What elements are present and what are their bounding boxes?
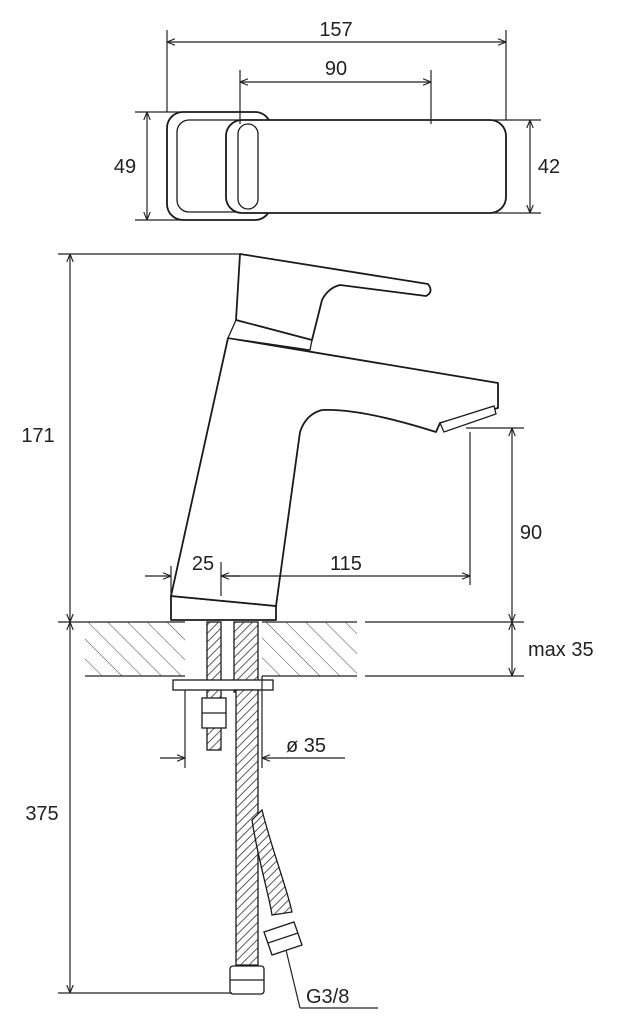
mounting-plate: [172, 679, 274, 691]
dim-lever-height: 42: [538, 156, 560, 178]
dim-base-width: 25: [192, 553, 214, 575]
dim-spout-reach: 115: [330, 553, 362, 575]
top-view: 157 90 49 42: [114, 19, 560, 221]
dim-countertop-thickness: max 35: [528, 639, 594, 661]
hose-fitting-branch-line: [267, 932, 299, 944]
top-view-lever-edge: [237, 123, 259, 210]
dim-spout-clearance: 90: [520, 522, 542, 544]
dim-hose-length: 375: [25, 803, 58, 825]
top-view-lever: [225, 119, 507, 214]
thread-leader-line: [285, 949, 301, 1009]
faucet-lever: [235, 253, 432, 341]
dim-overall-width: 157: [319, 19, 352, 41]
flexible-hose-branch: [251, 808, 293, 916]
dim-base-height: 49: [114, 156, 136, 178]
faucet-aerator: [439, 405, 497, 433]
thread-label: G3/8: [306, 986, 349, 1008]
flexible-hose-main: [235, 689, 259, 966]
dim-lever-width: 90: [325, 58, 347, 80]
dim-hole-diameter: ø 35: [286, 735, 326, 757]
side-view: 171 375 90 max 35 25 115 ø 35 G3/8: [21, 253, 594, 1009]
dim-total-height: 171: [21, 425, 54, 447]
faucet-body: [170, 337, 499, 607]
